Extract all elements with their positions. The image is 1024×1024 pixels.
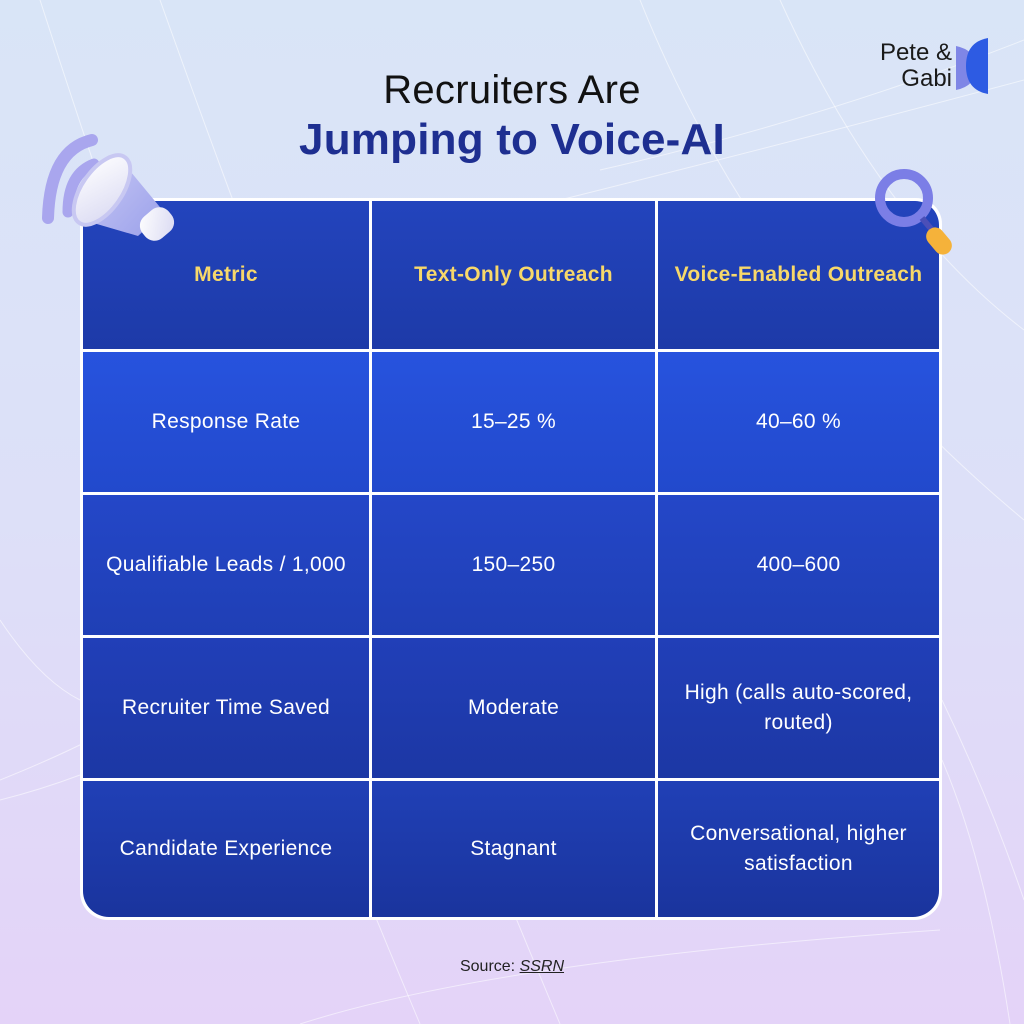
brand-logo: Pete & Gabi xyxy=(872,38,1002,98)
pete-gabi-logo-icon xyxy=(956,38,988,94)
row-2-text-only: 150–250 xyxy=(372,495,655,635)
source-label: Source: xyxy=(459,958,516,975)
row-1-text-only: 15–25 % xyxy=(372,352,655,492)
magnifier-icon xyxy=(875,169,952,255)
megaphone-icon xyxy=(42,134,175,241)
row-3-text-only: Moderate xyxy=(372,638,655,778)
source-link[interactable]: SSRN xyxy=(519,958,565,975)
row-3-metric: Recruiter Time Saved xyxy=(83,638,369,778)
row-4-metric: Candidate Experience xyxy=(83,781,369,917)
header-text-only: Text-Only Outreach xyxy=(372,201,655,349)
row-2-voice-enabled: 400–600 xyxy=(658,495,939,635)
row-1-voice-enabled: 40–60 % xyxy=(658,352,939,492)
brand-name: Pete & Gabi xyxy=(872,40,952,92)
brand-name-line-2: Gabi xyxy=(901,65,952,92)
row-1-metric: Response Rate xyxy=(83,352,369,492)
source-citation: Source: SSRN xyxy=(0,958,1024,976)
title-line-2: Jumping to Voice-AI xyxy=(299,115,725,164)
row-4-text-only: Stagnant xyxy=(372,781,655,917)
page-title: Recruiters Are Jumping to Voice-AI xyxy=(0,66,1024,166)
header-voice-enabled: Voice-Enabled Outreach xyxy=(658,201,939,349)
row-2-metric: Qualifiable Leads / 1,000 xyxy=(83,495,369,635)
title-line-1: Recruiters Are xyxy=(383,68,641,112)
brand-name-line-1: Pete & xyxy=(879,39,952,66)
comparison-table: Metric Text-Only Outreach Voice-Enabled … xyxy=(80,198,942,920)
row-4-voice-enabled: Conversational, higher satisfaction xyxy=(658,781,939,917)
row-3-voice-enabled: High (calls auto-scored, routed) xyxy=(658,638,939,778)
